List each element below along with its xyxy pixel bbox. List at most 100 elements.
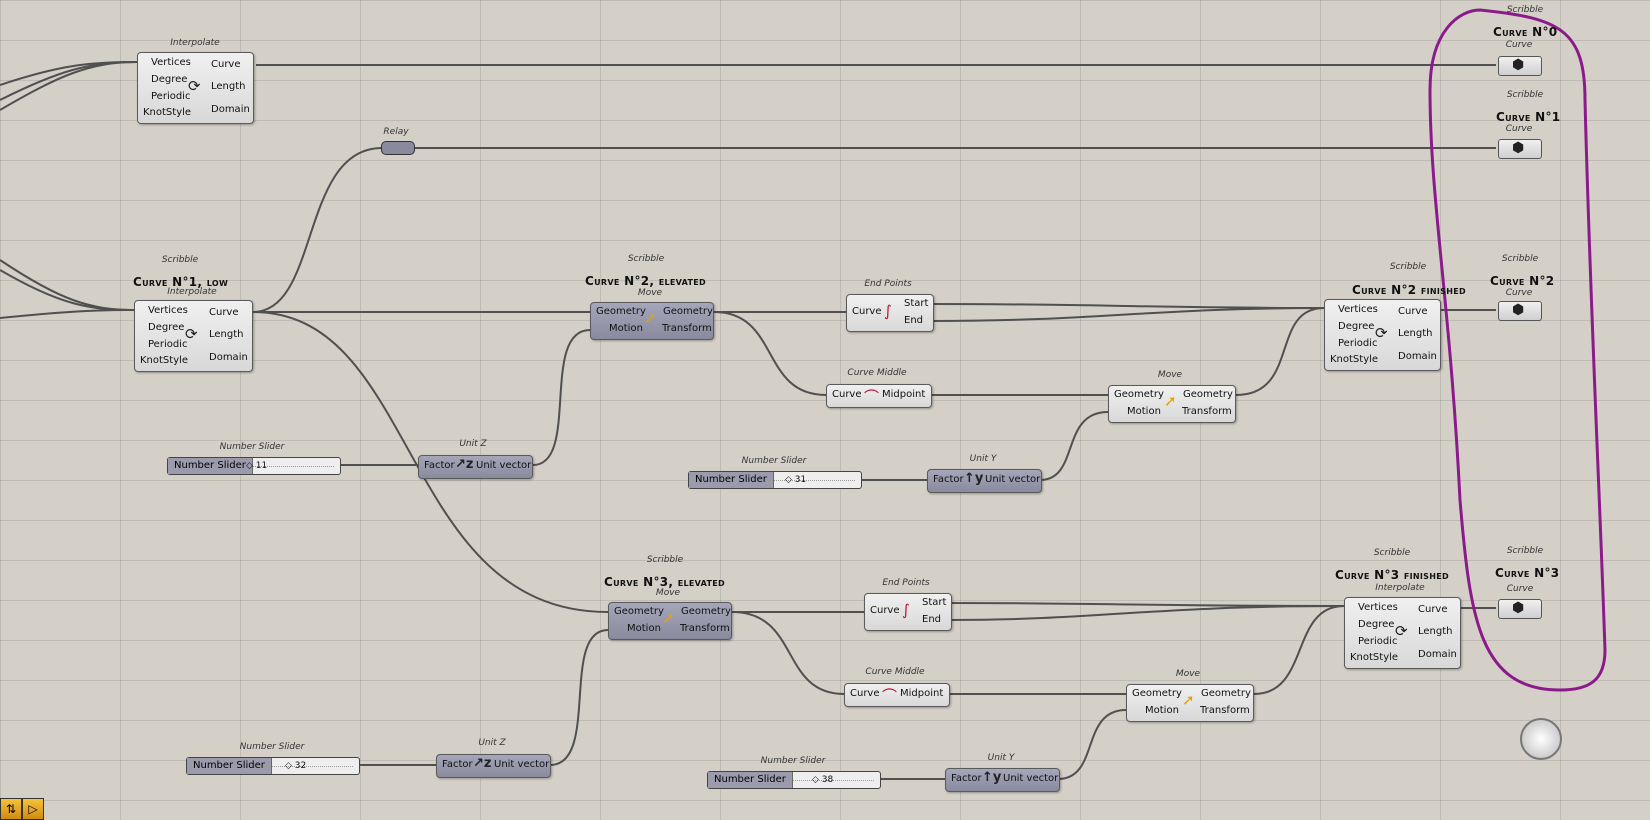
input-motion[interactable]: Motion	[1127, 406, 1161, 417]
output-transform[interactable]: Transform	[662, 323, 712, 334]
output-domain[interactable]: Domain	[1398, 351, 1437, 362]
input-knotstyle[interactable]: KnotStyle	[143, 107, 192, 118]
scribble-curve-0[interactable]: Curve N°0	[1493, 25, 1558, 39]
output-domain[interactable]: Domain	[209, 352, 248, 363]
input-factor[interactable]: Factor	[424, 460, 455, 471]
input-motion[interactable]: Motion	[1145, 705, 1179, 716]
scribble-curve-3-elevated[interactable]: Curve N°3, elevated	[604, 575, 725, 589]
input-geometry[interactable]: Geometry	[596, 306, 646, 317]
number-slider[interactable]: Number Slider ◇ 11	[167, 457, 341, 475]
move-component[interactable]: Geometry Motion Geometry Transform ➚	[590, 302, 714, 340]
output-curve[interactable]: Curve	[1418, 604, 1448, 615]
output-transform[interactable]: Transform	[1182, 406, 1232, 417]
input-factor[interactable]: Factor	[951, 773, 982, 784]
interpolate-component[interactable]: Vertices Degree Periodic KnotStyle Curve…	[1344, 597, 1461, 669]
output-transform[interactable]: Transform	[1200, 705, 1250, 716]
move-component[interactable]: Geometry Motion Geometry Transform ➚	[1126, 684, 1254, 722]
slider-value[interactable]: ◇ 11	[246, 461, 268, 471]
scribble-curve-1-low[interactable]: Curve N°1, low	[133, 275, 229, 289]
output-domain[interactable]: Domain	[1418, 649, 1457, 660]
scribble-curve-2[interactable]: Curve N°2	[1490, 274, 1555, 288]
input-curve[interactable]: Curve	[852, 306, 882, 317]
input-geometry[interactable]: Geometry	[1132, 688, 1182, 699]
output-curve[interactable]: Curve	[209, 307, 239, 318]
relay-node[interactable]	[381, 141, 415, 155]
endpoints-component[interactable]: Curve Start End ∫	[846, 294, 934, 332]
input-geometry[interactable]: Geometry	[1114, 389, 1164, 400]
curve-middle-component[interactable]: Curve Midpoint ⌒	[844, 683, 950, 707]
input-degree[interactable]: Degree	[148, 322, 185, 333]
slider-track[interactable]	[244, 466, 334, 467]
scribble-curve-2-finished[interactable]: Curve N°2 finished	[1352, 283, 1466, 297]
scribble-curve-1[interactable]: Curve N°1	[1496, 110, 1561, 124]
output-length[interactable]: Length	[209, 329, 244, 340]
input-degree[interactable]: Degree	[1358, 619, 1395, 630]
output-start[interactable]: Start	[904, 298, 929, 309]
output-geometry[interactable]: Geometry	[663, 306, 713, 317]
output-length[interactable]: Length	[211, 81, 246, 92]
slider-track[interactable]	[263, 766, 353, 767]
scribble-curve-2-elevated[interactable]: Curve N°2, elevated	[585, 274, 706, 288]
gumball-icon[interactable]: ⇅	[0, 798, 22, 820]
output-transform[interactable]: Transform	[680, 623, 730, 634]
interpolate-component[interactable]: Vertices Degree Periodic KnotStyle Curve…	[1324, 299, 1441, 371]
output-unit-vector[interactable]: Unit vector	[1003, 773, 1059, 784]
input-vertices[interactable]: Vertices	[1338, 304, 1378, 315]
output-unit-vector[interactable]: Unit vector	[494, 759, 550, 770]
output-curve[interactable]: Curve	[1398, 306, 1428, 317]
input-motion[interactable]: Motion	[609, 323, 643, 334]
input-vertices[interactable]: Vertices	[148, 305, 188, 316]
input-periodic[interactable]: Periodic	[1358, 636, 1398, 647]
input-curve[interactable]: Curve	[870, 605, 900, 616]
output-end[interactable]: End	[904, 315, 924, 326]
input-knotstyle[interactable]: KnotStyle	[140, 355, 189, 366]
input-curve[interactable]: Curve	[832, 389, 862, 400]
output-geometry[interactable]: Geometry	[1201, 688, 1251, 699]
curve-param[interactable]: ⬢	[1498, 139, 1542, 159]
interpolate-component[interactable]: Vertices Degree Periodic KnotStyle Curve…	[134, 300, 253, 372]
slider-value[interactable]: ◇ 32	[285, 761, 307, 771]
navigation-widget-icon[interactable]	[1520, 718, 1562, 760]
input-motion[interactable]: Motion	[627, 623, 661, 634]
output-length[interactable]: Length	[1398, 328, 1433, 339]
curve-param[interactable]: ⬢	[1498, 56, 1542, 76]
input-periodic[interactable]: Periodic	[148, 339, 188, 350]
input-vertices[interactable]: Vertices	[151, 57, 191, 68]
slider-track[interactable]	[765, 480, 855, 481]
output-curve[interactable]: Curve	[211, 59, 241, 70]
output-midpoint[interactable]: Midpoint	[882, 389, 926, 400]
number-slider[interactable]: Number Slider ◇ 32	[186, 757, 360, 775]
output-unit-vector[interactable]: Unit vector	[476, 460, 532, 471]
input-periodic[interactable]: Periodic	[1338, 338, 1378, 349]
input-knotstyle[interactable]: KnotStyle	[1330, 354, 1379, 365]
move-component[interactable]: Geometry Motion Geometry Transform ➚	[1108, 385, 1236, 423]
input-factor[interactable]: Factor	[933, 474, 964, 485]
slider-value[interactable]: ◇ 38	[812, 775, 834, 785]
output-midpoint[interactable]: Midpoint	[900, 688, 944, 699]
select-arrow-icon[interactable]: ▷	[22, 798, 44, 820]
unit-y-component[interactable]: Factor Unit vector ↑y	[945, 768, 1060, 792]
curve-middle-component[interactable]: Curve Midpoint ⌒	[826, 384, 932, 408]
endpoints-component[interactable]: Curve Start End ∫	[864, 593, 952, 631]
number-slider[interactable]: Number Slider ◇ 38	[707, 771, 881, 789]
output-geometry[interactable]: Geometry	[681, 606, 731, 617]
move-component[interactable]: Geometry Motion Geometry Transform ➚	[608, 602, 732, 640]
output-length[interactable]: Length	[1418, 626, 1453, 637]
input-knotstyle[interactable]: KnotStyle	[1350, 652, 1399, 663]
slider-track[interactable]	[784, 780, 874, 781]
input-factor[interactable]: Factor	[442, 759, 473, 770]
interpolate-component[interactable]: Vertices Degree Periodic KnotStyle Curve…	[137, 52, 254, 124]
unit-z-component[interactable]: Factor Unit vector ↗z	[436, 754, 551, 778]
unit-z-component[interactable]: Factor Unit vector ↗z	[418, 455, 533, 479]
input-degree[interactable]: Degree	[151, 74, 188, 85]
output-geometry[interactable]: Geometry	[1183, 389, 1233, 400]
input-vertices[interactable]: Vertices	[1358, 602, 1398, 613]
scribble-curve-3-finished[interactable]: Curve N°3 finished	[1335, 568, 1449, 582]
slider-value[interactable]: ◇ 31	[785, 475, 807, 485]
output-start[interactable]: Start	[922, 597, 947, 608]
number-slider[interactable]: Number Slider ◇ 31	[688, 471, 862, 489]
scribble-curve-3[interactable]: Curve N°3	[1495, 566, 1560, 580]
unit-y-component[interactable]: Factor Unit vector ↑y	[927, 469, 1042, 493]
input-geometry[interactable]: Geometry	[614, 606, 664, 617]
